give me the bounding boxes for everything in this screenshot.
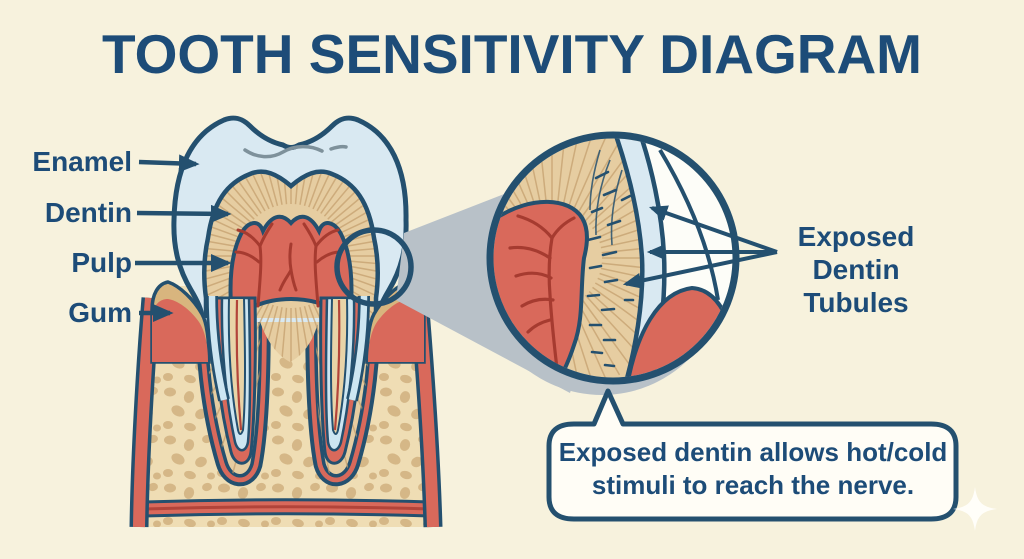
label-enamel: Enamel (32, 146, 132, 177)
callout-line2: stimuli to reach the nerve. (591, 470, 915, 500)
magnifier-label-line2: Dentin (812, 254, 900, 285)
enamel-arrow (138, 154, 200, 173)
magnifier-label-line1: Exposed (797, 221, 915, 252)
tooth-cross-section (129, 115, 443, 528)
callout-line1: Exposed dentin allows hot/cold (558, 437, 948, 467)
cervical-enamel-strips (206, 295, 370, 402)
dentin-tubule-dashes (586, 149, 635, 368)
zoom-source-circle (334, 227, 414, 307)
magnifier-label-line3: Tubules (803, 287, 909, 318)
magnifier-label: Exposed Dentin Tubules (770, 220, 942, 319)
anatomy-label-arrows (135, 154, 232, 322)
sparkle-icon (953, 487, 997, 531)
label-dentin: Dentin (44, 197, 132, 228)
tubule-arrows (622, 205, 778, 289)
page-title: TOOTH SENSITIVITY DIAGRAM (102, 23, 922, 85)
callout-text: Exposed dentin allows hot/cold stimuli t… (552, 436, 954, 502)
label-gum: Gum (68, 297, 132, 328)
occlusal-lines (243, 144, 348, 159)
dentin-arrow (136, 204, 232, 223)
label-pulp: Pulp (71, 247, 132, 278)
pulp-vessels (234, 222, 342, 308)
root-canals (213, 296, 363, 465)
nerve-vessel-band (143, 498, 431, 518)
speech-bubble (546, 388, 959, 522)
